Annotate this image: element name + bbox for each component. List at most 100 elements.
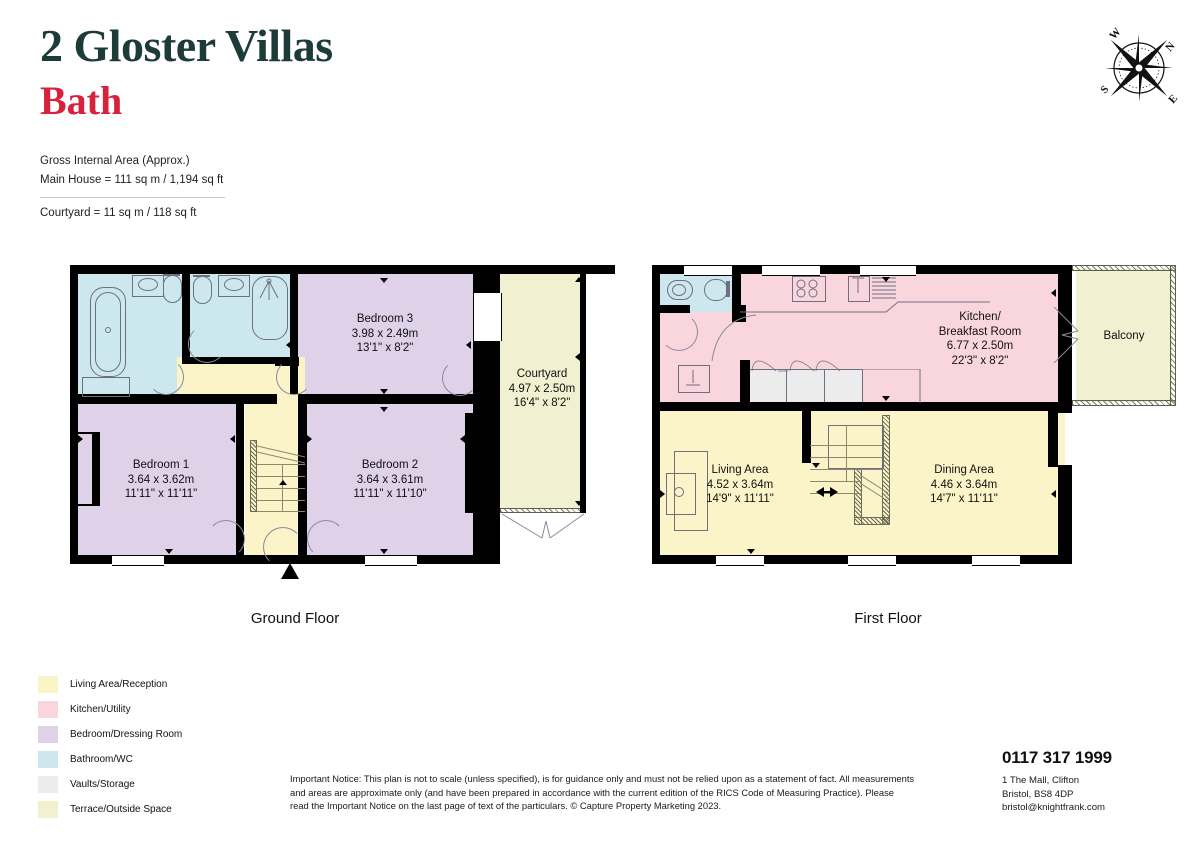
- dim-tick: [747, 406, 755, 411]
- washing-machine-detail-icon: [686, 370, 700, 386]
- legend-swatch-living: [38, 676, 58, 693]
- wall-kitchen-vault: [740, 360, 750, 402]
- wall-courtyard-top: [500, 265, 586, 267]
- washing-machine-icon: [678, 365, 710, 393]
- room-vault-storage: [750, 369, 862, 402]
- wall-wc-right: [732, 274, 741, 322]
- room-living-dining: [660, 411, 1065, 555]
- window-first-top-2: [762, 265, 820, 276]
- wall-bath-bed3: [290, 274, 298, 394]
- contact-email[interactable]: bristol@knightfrank.com: [1002, 802, 1106, 813]
- staircase-first: [810, 415, 890, 525]
- area-main-house: Main House = 111 sq m / 1,194 sq ft: [40, 174, 224, 186]
- wall-bathroom-right-bottom: [190, 357, 290, 364]
- stair-rail-ground: [250, 440, 257, 512]
- legend-item: Bedroom/Dressing Room: [38, 722, 182, 747]
- area-summary: Gross Internal Area (Approx.) Main House…: [40, 152, 270, 223]
- wall-top: [70, 265, 615, 274]
- area-courtyard: Courtyard = 11 sq m / 118 sq ft: [40, 207, 197, 219]
- contact-block: 0117 317 1999 1 The Mall, Clifton Bristo…: [1002, 748, 1192, 815]
- wall-wc-bottom-left: [660, 305, 690, 313]
- courtyard-gate-doors: [501, 513, 585, 539]
- first-floor-plan: Living Area 4.52 x 3.64m 14'9" x 11'11" …: [652, 265, 1182, 580]
- legend-label-living: Living Area/Reception: [70, 679, 168, 690]
- stair-rail-first-bottom: [854, 517, 890, 525]
- window-dining-front: [972, 555, 1020, 566]
- legend-item: Living Area/Reception: [38, 672, 182, 697]
- door-kitchen-opening: [711, 314, 757, 362]
- dim-tick: [380, 549, 388, 554]
- dim-tick: [230, 435, 235, 443]
- door-bathroom-right: [188, 325, 226, 363]
- floor-label-first: First Floor: [854, 610, 922, 627]
- door-balcony: [1053, 306, 1079, 364]
- legend-swatch-bathroom: [38, 751, 58, 768]
- vault-divider-1: [786, 369, 787, 402]
- ground-floor-plan: Bedroom 1 3.64 x 3.62m 11'11" x 11'11" B…: [70, 265, 615, 580]
- wc-basin-first-icon: [667, 280, 693, 300]
- room-courtyard: [500, 266, 585, 509]
- label-bedroom-2: Bedroom 2 3.64 x 3.61m 11'11" x 11'10": [353, 459, 427, 500]
- dim-tick: [286, 341, 291, 349]
- wall-courtyard-right: [580, 265, 586, 513]
- label-kitchen-breakfast: Kitchen/ Breakfast Room 6.77 x 2.50m 22'…: [938, 311, 1022, 367]
- contact-address-line-2: Bristol, BS8 4DP: [1002, 788, 1074, 800]
- legend-item: Vaults/Storage: [38, 772, 182, 797]
- wall-wc-right-lower: [740, 305, 746, 322]
- wall-right-upper: [1058, 265, 1072, 411]
- dim-tick: [165, 549, 173, 554]
- bathtub-inner-icon: [95, 292, 121, 372]
- contact-phone[interactable]: 0117 317 1999: [1002, 748, 1112, 767]
- label-balcony: Balcony: [1103, 330, 1145, 342]
- area-summary-title: Gross Internal Area (Approx.): [40, 155, 190, 167]
- wc-left-icon: [163, 275, 182, 303]
- bathtub-icon: [90, 287, 126, 377]
- fireplace-detail-icon: [674, 487, 684, 497]
- label-dining-area: Dining Area 4.46 x 3.64m 14'7" x 11'11": [930, 464, 998, 505]
- bath-panel-icon: [82, 377, 130, 397]
- basin-right-counter-icon: [218, 275, 250, 297]
- legend-label-vaults: Vaults/Storage: [70, 779, 135, 790]
- dim-tick: [380, 389, 388, 394]
- hob-icon: [792, 276, 826, 302]
- dim-tick: [78, 435, 83, 443]
- legend-swatch-terrace: [38, 801, 58, 818]
- window-first-top-3: [860, 265, 916, 276]
- door-entrance: [263, 527, 303, 567]
- dim-tick: [307, 435, 312, 443]
- dim-tick: [660, 490, 665, 498]
- dim-tick: [575, 353, 580, 361]
- legend-label-kitchen: Kitchen/Utility: [70, 704, 131, 715]
- legend-item: Bathroom/WC: [38, 747, 182, 772]
- wc-pan-first-icon: [704, 279, 728, 301]
- dim-tick: [575, 277, 583, 282]
- wall-bed1-landing: [236, 394, 244, 555]
- staircase-ground: [250, 440, 305, 512]
- wall-jog-bed1-a: [78, 432, 98, 434]
- dim-tick: [575, 501, 583, 506]
- page-title: 2 Gloster Villas: [40, 20, 333, 71]
- balcony-rail-top: [1072, 265, 1176, 271]
- door-wc-first: [660, 313, 698, 351]
- label-bedroom-1: Bedroom 1 3.64 x 3.62m 11'11" x 11'11": [124, 459, 198, 500]
- cupboard-doors-icon: [751, 360, 841, 372]
- area-divider: [40, 197, 225, 198]
- wall-left: [70, 265, 78, 564]
- window-mid-front: [848, 555, 896, 566]
- basin-right-icon: [224, 278, 244, 291]
- contact-address-line-1: 1 The Mall, Clifton: [1002, 775, 1080, 786]
- dim-tick-double: [816, 487, 838, 497]
- wall-between-bathrooms: [182, 274, 190, 364]
- wall-left: [652, 265, 660, 564]
- kitchen-worktop-icon: [740, 301, 990, 313]
- compass-rose-icon: W N E S: [1093, 22, 1185, 114]
- floor-label-ground: Ground Floor: [250, 610, 340, 627]
- wall-right-jog-b: [1048, 411, 1058, 467]
- wall-jog-bed1-b: [92, 432, 100, 506]
- dim-tick: [380, 278, 388, 283]
- dim-tick: [882, 277, 890, 282]
- dim-tick: [460, 435, 465, 443]
- wall-jog-bed2-b: [465, 413, 475, 513]
- wc-right-icon: [193, 276, 212, 304]
- door-bedroom-2: [307, 520, 345, 558]
